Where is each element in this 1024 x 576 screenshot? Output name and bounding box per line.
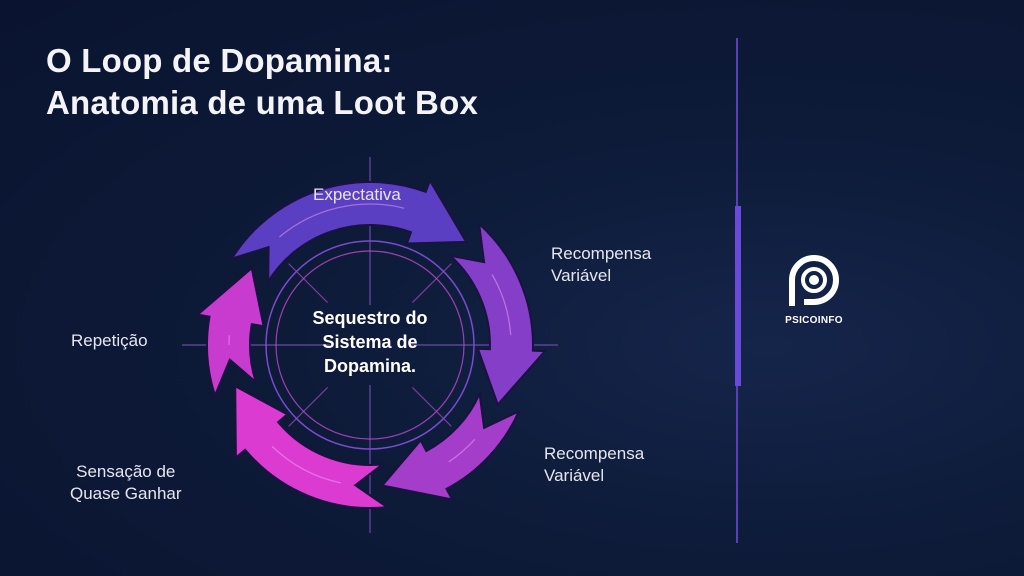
inner-ring-outer: [265, 240, 475, 450]
guide-line: [411, 263, 452, 304]
arrow-highlight: [278, 203, 405, 238]
logo-text: PSICOINFO: [785, 315, 843, 326]
stage-label-recompensa-2: Recompensa Variável: [544, 443, 644, 487]
title-line-2: Anatomia de uma Loot Box: [46, 84, 478, 121]
stage-label-repeticao: Repetição: [71, 331, 148, 350]
arrow-highlight: [271, 445, 341, 484]
center-line: Dopamina.: [323, 356, 416, 376]
logo-icon: [789, 255, 839, 306]
label-line: Variável: [551, 266, 612, 285]
label-line: Quase Ganhar: [70, 484, 182, 503]
cycle-arrow: [446, 221, 548, 407]
cycle-arrow: [229, 178, 468, 285]
slide-title: O Loop de Dopamina: Anatomia de uma Loot…: [46, 40, 478, 124]
divider-accent: [735, 206, 741, 386]
arrow-highlight: [448, 438, 476, 463]
stage-label-recompensa-1: Recompensa Variável: [551, 243, 651, 287]
arrow-highlight: [491, 274, 512, 336]
guide-line: [411, 386, 452, 427]
guide-line: [288, 263, 329, 304]
stage-label-expectativa: Expectativa: [313, 185, 401, 204]
center-line: Sistema de: [322, 332, 418, 352]
inner-ring-inner: [275, 250, 465, 440]
title-line-1: O Loop de Dopamina:: [46, 42, 393, 79]
cycle-arrow: [380, 390, 521, 501]
center-text: Sequestro do Sistema de Dopamina.: [270, 306, 470, 378]
psicoinfo-logo: PSICOINFO: [778, 252, 850, 326]
stage-label-quase-ganhar: Sensação de Quase Ganhar: [70, 461, 182, 505]
cycle-arrow: [195, 266, 265, 399]
label-line: Variável: [544, 466, 605, 485]
cycle-arrow: [234, 384, 390, 509]
center-line: Sequestro do: [312, 308, 428, 328]
guide-line: [288, 386, 329, 427]
label-line: Recompensa: [544, 444, 645, 463]
label-line: Sensação de: [76, 462, 176, 481]
label-line: Recompensa: [551, 244, 652, 263]
